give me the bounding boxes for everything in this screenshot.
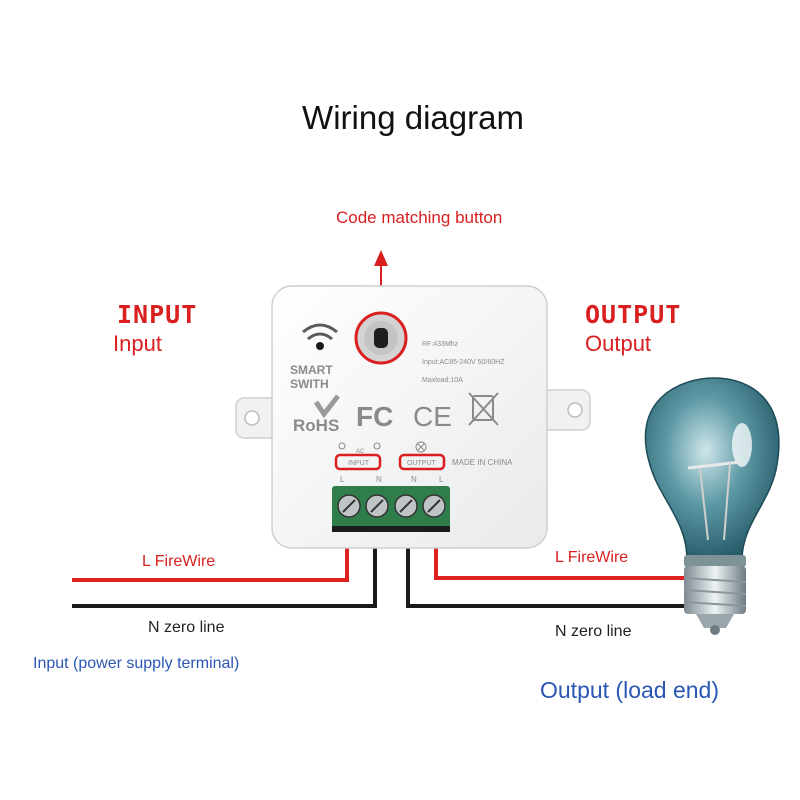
diagram-title: Wiring diagram <box>302 99 524 136</box>
rohs-logo: RoHS <box>293 394 340 435</box>
output-tag: OUTPUT <box>407 460 437 467</box>
output-heading: OUTPUT <box>585 300 682 329</box>
output-note: Output (load end) <box>540 677 720 703</box>
rf-spec: RF:433Mhz <box>422 341 459 348</box>
left-wires <box>72 545 377 608</box>
screw-terminal[interactable] <box>422 494 446 518</box>
code-matching-button[interactable] <box>354 311 408 365</box>
left-l-wire-label: L FireWire <box>142 553 216 570</box>
right-wires <box>406 545 690 608</box>
input-spec: Input:AC85-240V 50/60HZ <box>422 359 505 366</box>
output-tag-outline <box>398 453 446 471</box>
screw-terminal[interactable] <box>337 494 361 518</box>
weee-bin-icon <box>468 392 499 426</box>
left-n-wire-label: N zero line <box>148 619 225 636</box>
output-subheading: Output <box>585 331 652 356</box>
bulb-symbol-icon <box>415 441 427 453</box>
made-in-label: MADE IN CHINA <box>452 458 513 467</box>
terminal-block <box>332 486 450 532</box>
input-heading: INPUT <box>117 300 198 329</box>
input-tag-outline <box>334 453 382 471</box>
right-n-wire-label: N zero line <box>555 623 632 640</box>
ce-logo: CE <box>413 401 452 432</box>
brand-line1: SMART <box>290 363 333 377</box>
light-bulb-icon <box>644 377 780 635</box>
terminal-n-input: N <box>376 475 382 484</box>
wifi-icon <box>302 323 338 350</box>
fc-logo: FC <box>356 401 393 432</box>
brand-line2: SWITH <box>290 377 329 391</box>
terminal-n-output: N <box>411 475 417 484</box>
right-l-wire-label: L FireWire <box>555 549 629 566</box>
maxload-spec: Maxload:10A <box>422 377 463 384</box>
svg-text:RoHS: RoHS <box>293 416 339 435</box>
terminal-l-input: L <box>340 475 345 484</box>
input-subheading: Input <box>113 331 162 356</box>
ac-label: AC <box>356 449 365 455</box>
terminal-l-output: L <box>439 475 444 484</box>
input-note: Input (power supply terminal) <box>33 655 240 672</box>
screw-terminal[interactable] <box>394 494 418 518</box>
smart-switch-device: SMART SWITH RF:433Mhz Input:AC85-240V 50… <box>235 285 591 549</box>
code-button-label: Code matching button <box>336 208 503 227</box>
screw-terminal[interactable] <box>365 494 389 518</box>
input-tag: INPUT <box>348 460 370 467</box>
